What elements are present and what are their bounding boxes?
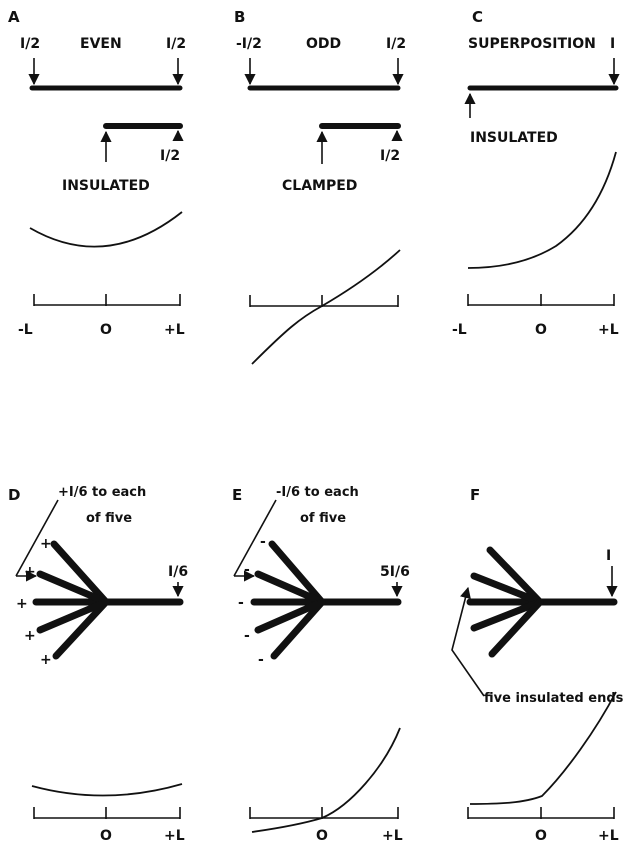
- panel-b-title: ODD: [306, 36, 341, 52]
- panel-d-tick-label: +L: [164, 828, 185, 844]
- panel-e-leader: [233, 499, 277, 577]
- panel-e-branch: [268, 540, 326, 606]
- panel-f-tick-label: +L: [598, 828, 619, 844]
- panel-e-branch: [254, 598, 326, 634]
- panel-d-curve: [31, 783, 183, 797]
- panel-c-letter: C: [472, 8, 483, 26]
- panel-d-branch: [36, 570, 110, 606]
- panel-d-right-current: I/6: [168, 564, 188, 580]
- panel-a-curve: [29, 211, 183, 248]
- panel-d-sign: +: [24, 564, 36, 580]
- panel-a-sub-current: I/2: [160, 148, 180, 164]
- panel-d-tick-label: O: [100, 828, 112, 844]
- panel-c: C SUPERPOSITION I INSULATED -L O +L: [452, 8, 620, 338]
- panel-b-left-current: -I/2: [236, 36, 262, 52]
- panel-a: A I/2 EVEN I/2 I/2 INSULATED -L O +L: [8, 8, 186, 338]
- panel-e-curve: [251, 727, 401, 833]
- panel-d-sign: +: [40, 536, 52, 552]
- panel-d-sign: +: [24, 628, 36, 644]
- panel-f-right-current: I: [606, 548, 611, 564]
- panel-c-right-current: I: [610, 36, 615, 52]
- panel-e: E -I/6 to each of five - - - - - 5I/6 O …: [232, 485, 410, 844]
- panel-d-note-line1: +I/6 to each: [58, 485, 146, 500]
- panel-f: F I five insulated ends O +L: [451, 486, 624, 844]
- panel-c-tick-label: +L: [598, 322, 619, 338]
- panel-d-note-line2: of five: [86, 511, 132, 526]
- panel-f-note: five insulated ends: [484, 691, 624, 706]
- panel-c-tick-label: O: [535, 322, 547, 338]
- panel-e-branch: [254, 570, 326, 606]
- panel-b-curve: [251, 249, 401, 365]
- panel-a-tick-label: O: [100, 322, 112, 338]
- panel-f-leader: [451, 586, 485, 697]
- panel-b: B -I/2 ODD I/2 I/2 CLAMPED: [234, 8, 406, 365]
- panel-a-title: EVEN: [80, 36, 122, 52]
- panel-c-title: SUPERPOSITION: [468, 36, 596, 52]
- panel-b-sub-label: CLAMPED: [282, 178, 357, 194]
- panel-e-note-line1: -I/6 to each: [276, 485, 359, 500]
- panel-d-leader: [15, 499, 59, 577]
- panel-f-tick-label: O: [535, 828, 547, 844]
- panel-c-tick-label: -L: [452, 322, 467, 338]
- panel-c-sub-label: INSULATED: [470, 130, 558, 146]
- panel-e-sign: -: [244, 562, 250, 578]
- panel-f-branch: [488, 598, 544, 658]
- panel-e-sign: -: [244, 628, 250, 644]
- panel-d-branch: [52, 598, 110, 660]
- panel-e-sign: -: [260, 534, 266, 550]
- panel-f-letter: F: [470, 486, 480, 504]
- panel-f-branch: [470, 572, 544, 606]
- panel-e-note-line2: of five: [300, 511, 346, 526]
- panel-f-curve: [469, 691, 617, 805]
- panel-b-letter: B: [234, 8, 245, 26]
- panel-a-tick-label: -L: [18, 322, 33, 338]
- panel-f-branch: [486, 546, 544, 606]
- panel-d-sign: +: [16, 596, 28, 612]
- panel-a-sub-label: INSULATED: [62, 178, 150, 194]
- panel-e-tick-label: +L: [382, 828, 403, 844]
- panel-d-letter: D: [8, 486, 20, 504]
- panel-f-branch: [470, 598, 544, 632]
- panel-a-letter: A: [8, 8, 20, 26]
- panel-b-sub-current: I/2: [380, 148, 400, 164]
- panel-d-branch: [36, 598, 110, 634]
- panel-a-right-current: I/2: [166, 36, 186, 52]
- panel-a-tick-label: +L: [164, 322, 185, 338]
- panel-b-right-current: I/2: [386, 36, 406, 52]
- panel-a-left-current: I/2: [20, 36, 40, 52]
- panel-d: D +I/6 to each of five + + + + + I/6 O +…: [8, 485, 188, 844]
- panel-e-sign: -: [238, 595, 244, 611]
- panel-e-right-current: 5I/6: [380, 564, 410, 580]
- panel-d-sign: +: [40, 652, 52, 668]
- panel-e-tick-label: O: [316, 828, 328, 844]
- panel-c-curve: [467, 151, 617, 269]
- panel-d-branch: [50, 540, 110, 606]
- panel-e-sign: -: [258, 652, 264, 668]
- panel-e-letter: E: [232, 486, 242, 504]
- panel-e-branch: [270, 598, 326, 660]
